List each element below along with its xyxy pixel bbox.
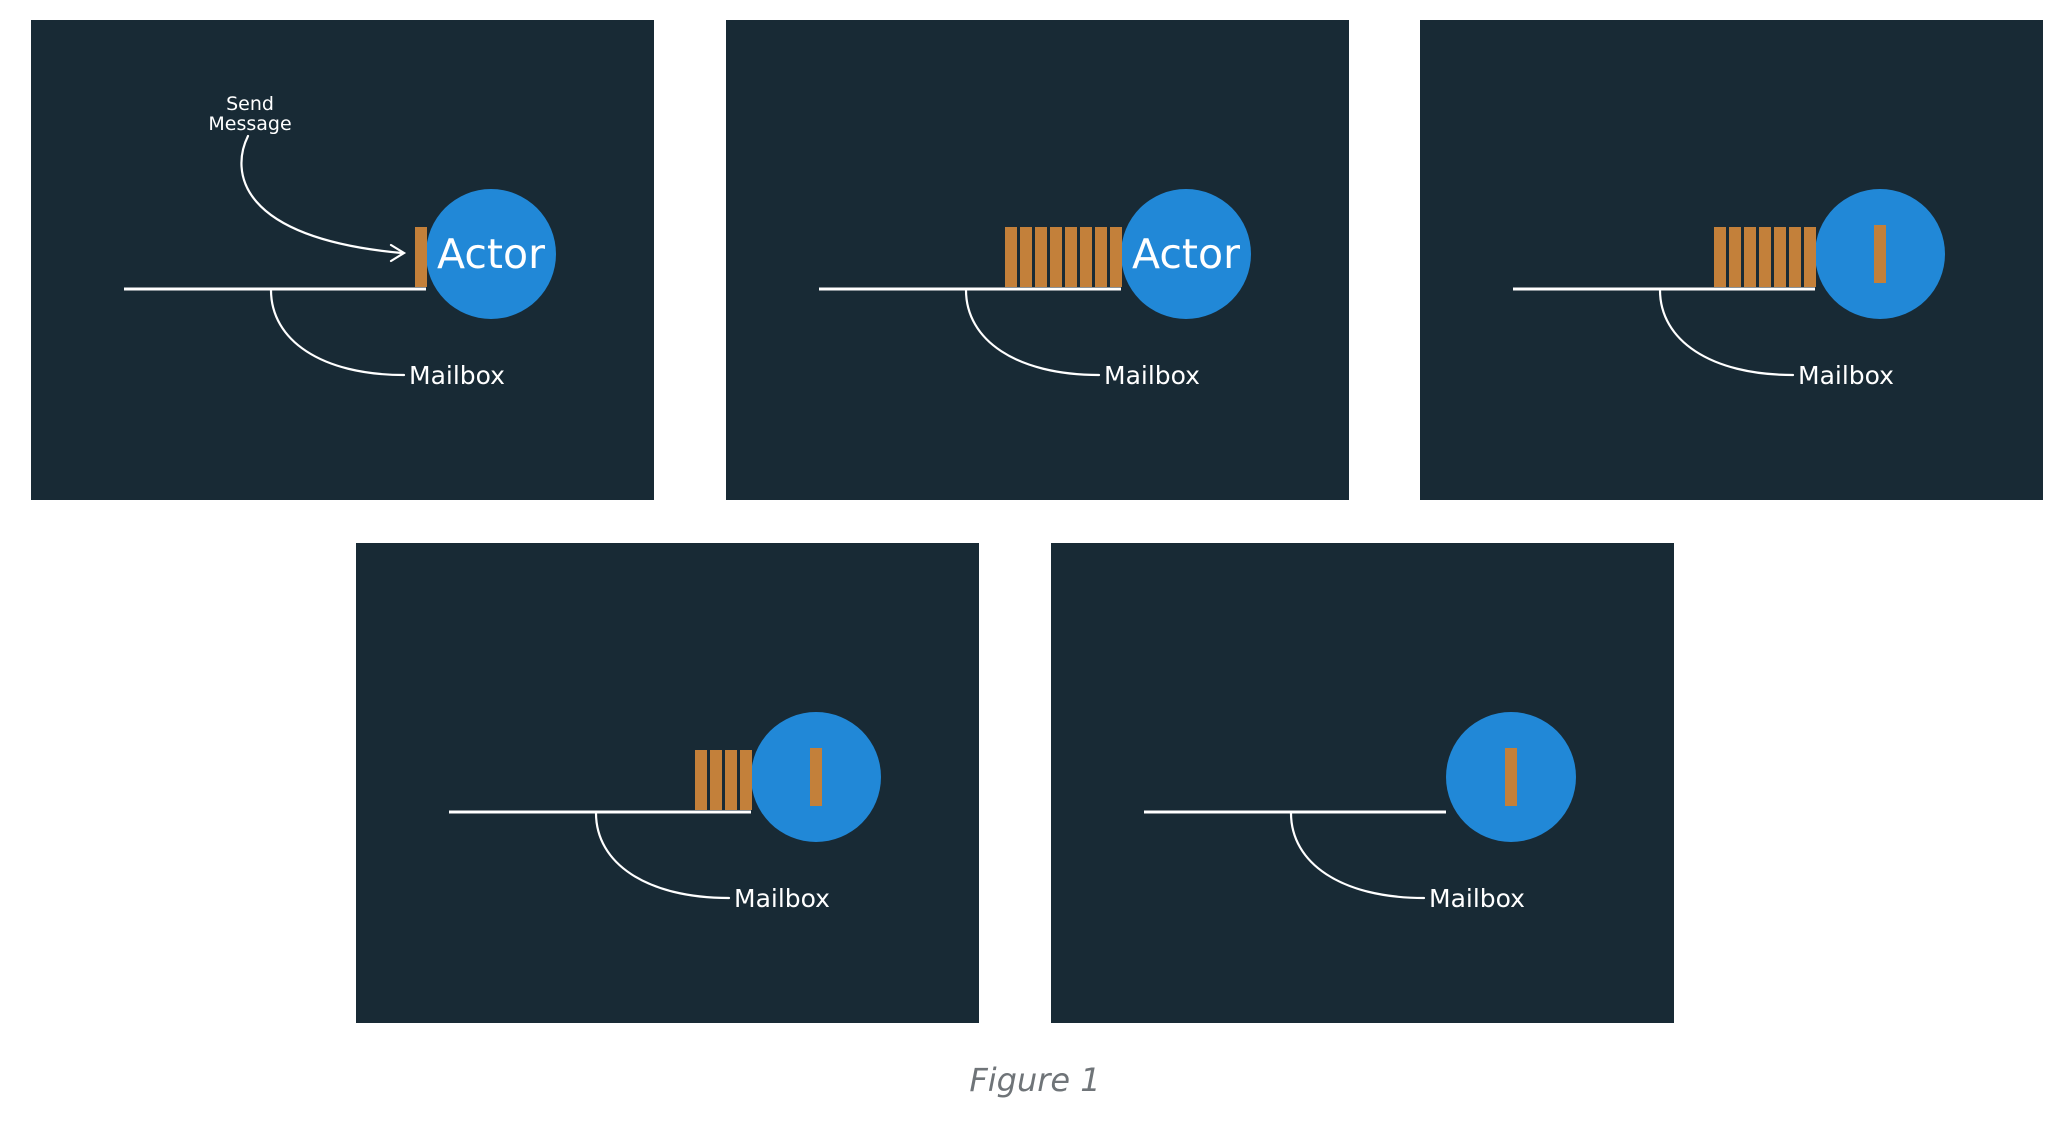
- panel-background: [31, 20, 654, 500]
- mailbox-label: Mailbox: [1429, 884, 1525, 913]
- queued-message: [1729, 227, 1741, 287]
- processing-message: [1874, 225, 1886, 283]
- queued-message: [1774, 227, 1786, 287]
- queued-message: [1744, 227, 1756, 287]
- queued-message: [415, 227, 427, 287]
- panel-diagram: Mailbox Actor: [726, 20, 1349, 500]
- actor-label: Actor: [437, 230, 545, 278]
- panel-diagram: Mailbox: [356, 543, 979, 1023]
- queued-message: [1005, 227, 1017, 287]
- mailbox-callout-curve: [594, 811, 731, 900]
- panel-5: Mailbox: [1051, 543, 1674, 1023]
- queued-message: [1789, 227, 1801, 287]
- mailbox-callout-curve: [1289, 811, 1426, 900]
- queued-message: [1050, 227, 1062, 287]
- mailbox-callout-curve: [964, 288, 1101, 377]
- panel-4: Mailbox: [356, 543, 979, 1023]
- panel-diagram: Mailbox: [1420, 20, 2043, 500]
- panel-2: Mailbox Actor: [726, 20, 1349, 500]
- queued-message: [740, 750, 752, 810]
- actor-circle: [426, 189, 556, 319]
- mailbox-label: Mailbox: [734, 884, 830, 913]
- send-message-label-line2: Message: [208, 113, 291, 135]
- processing-message: [1505, 748, 1517, 806]
- queued-message: [1080, 227, 1092, 287]
- queued-message: [710, 750, 722, 810]
- mailbox-label: Mailbox: [1104, 361, 1200, 390]
- send-message-label-line1: Send: [226, 93, 274, 115]
- processing-message: [810, 748, 822, 806]
- queued-message: [1035, 227, 1047, 287]
- queued-message: [1095, 227, 1107, 287]
- actor-circle: [1121, 189, 1251, 319]
- panel-background: [356, 543, 979, 1023]
- queued-message: [1020, 227, 1032, 287]
- mailbox-label: Mailbox: [409, 361, 505, 390]
- send-message-arrow: [240, 134, 404, 255]
- panel-diagram: Mailbox: [1051, 543, 1674, 1023]
- mailbox-callout-curve: [1658, 288, 1795, 377]
- queued-message: [1714, 227, 1726, 287]
- panel-3: Mailbox: [1420, 20, 2043, 500]
- send-message-arrowhead: [389, 243, 407, 263]
- queued-message: [695, 750, 707, 810]
- queued-message: [1759, 227, 1771, 287]
- queued-message: [1065, 227, 1077, 287]
- mailbox-label: Mailbox: [1798, 361, 1894, 390]
- queued-message: [725, 750, 737, 810]
- queued-message: [1804, 227, 1816, 287]
- queued-message: [1110, 227, 1122, 287]
- actor-label: Actor: [1132, 230, 1240, 278]
- figure-caption: Figure 1: [969, 1061, 1101, 1099]
- panel-background: [1051, 543, 1674, 1023]
- mailbox-callout-curve: [269, 288, 406, 377]
